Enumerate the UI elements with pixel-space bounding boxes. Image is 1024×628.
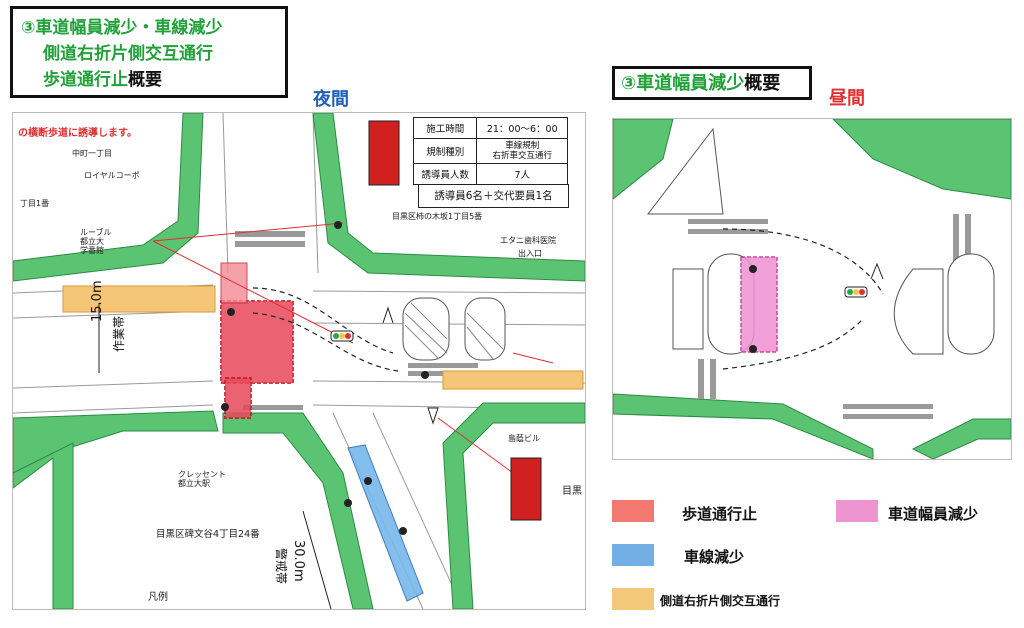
place-label: エタニ歯科医院 (500, 236, 556, 245)
title-line-3: 歩道通行止概要 (21, 67, 277, 93)
place-label: 出入口 (518, 249, 542, 258)
place-label: クレッセント 都立大駅 (178, 470, 226, 488)
info-value: 21：00〜6：00 (476, 117, 568, 139)
label-night: 夜間 (313, 89, 349, 110)
legend-swatch-side (612, 588, 654, 610)
night-note: の横断歩道に誘導します。 (18, 128, 137, 139)
legend-label-lane: 車線減少 (684, 548, 745, 566)
dimension-label: 警戒帯 (274, 548, 288, 585)
legend-swatch-width (836, 500, 878, 522)
place-label: 凡例 (148, 592, 168, 603)
legend-label-sidewalk: 歩道通行止 (682, 505, 758, 523)
place-label: 目黒区碑文谷4丁目24番 (156, 529, 260, 540)
info-value: 7人 (476, 163, 568, 185)
place-label: 中町一丁目 (72, 149, 112, 158)
legend-swatch-lane (612, 544, 654, 566)
day-map (612, 118, 1012, 460)
legend-label-side: 側道右折片側交互通行 (660, 594, 781, 608)
info-value: 車線規制 右折車交互通行 (476, 138, 568, 164)
info-table: 施工時間 21：00〜6：00 規制種別 車線規制 右折車交互通行 誘導員人数 … (412, 117, 568, 185)
night-map-drawing (13, 113, 585, 609)
place-label: ルーブル 都立大 学番館 (80, 228, 112, 255)
place-label: 目黒区柿の木坂1丁目5番 (392, 212, 483, 221)
title-line-3-black: 概要 (128, 70, 162, 90)
info-row: 施工時間 21：00〜6：00 (412, 117, 568, 139)
title-line-3-green: 歩道通行止 (43, 70, 128, 90)
dimension-label: 30.0m (291, 540, 306, 582)
title-box-night: ③車道幅員減少・車線減少 側道右折片側交互通行 歩道通行止概要 (10, 6, 288, 98)
place-label: ロイヤルコーポ (84, 171, 140, 180)
place-label: 目黒 (562, 486, 582, 497)
info-label: 誘導員人数 (412, 163, 478, 185)
info-label: 規制種別 (412, 138, 478, 164)
info-row: 規制種別 車線規制 右折車交互通行 (412, 138, 568, 164)
guards-box: 誘導員6名＋交代要員1名 (418, 184, 569, 208)
label-day: 昼間 (829, 88, 865, 109)
dimension-label: 作業帯 (112, 315, 126, 352)
title-day-green: ③車道幅員減少 (621, 73, 745, 94)
dimension-label: 15.0m (90, 280, 105, 322)
legend-swatch-sidewalk (612, 500, 654, 522)
info-row: 誘導員人数 7人 (412, 163, 568, 185)
place-label: 丁目1番 (20, 199, 50, 208)
title-line-2: 側道右折片側交互通行 (43, 44, 213, 64)
title-day-black: 概要 (744, 73, 781, 94)
title-line-1: ③車道幅員減少・車線減少 (21, 18, 223, 38)
day-map-drawing (613, 119, 1011, 459)
title-box-day: ③車道幅員減少概要 (612, 66, 812, 100)
place-label: 島蔭ビル (508, 434, 540, 443)
info-label: 施工時間 (412, 117, 478, 139)
legend-label-width: 車道幅員減少 (888, 505, 979, 523)
